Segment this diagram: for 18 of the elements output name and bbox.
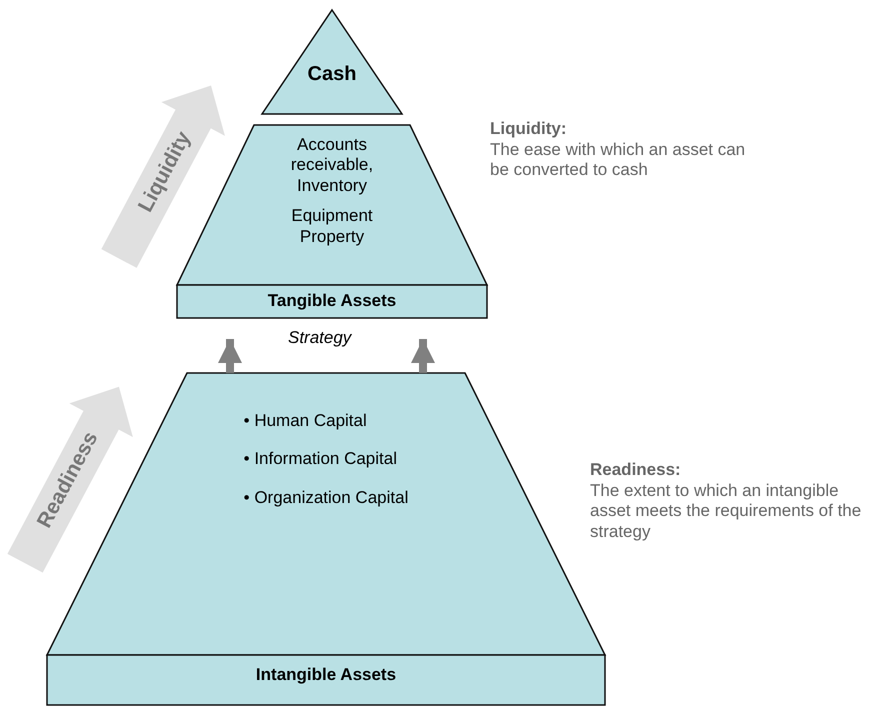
node-text: Tangible Assets — [268, 291, 396, 312]
base-band — [177, 285, 487, 318]
definition-text: The extent to which an intangible asset meets the requirements of the strategy — [590, 481, 862, 542]
definition-heading: Readiness: — [590, 460, 681, 480]
bullet-item: • Human Capital — [244, 411, 368, 432]
node-text: Accounts receivable, Inventory — [290, 135, 374, 196]
bullet-item: • Organization Capital — [244, 488, 408, 508]
strategy-label: Strategy — [288, 328, 352, 348]
definition-text: The ease with which an asset can be converted to cash — [490, 140, 746, 181]
arrow — [218, 339, 242, 373]
triangle-shape — [262, 10, 402, 114]
arrow — [411, 339, 435, 373]
bullet-item: • Information Capital — [244, 449, 398, 470]
node-text: Cash — [308, 62, 356, 86]
definition-heading: Liquidity: — [490, 119, 566, 140]
node-text: Equipment Property — [290, 206, 374, 247]
node-text: Intangible Assets — [256, 665, 396, 686]
base-band — [47, 655, 605, 705]
